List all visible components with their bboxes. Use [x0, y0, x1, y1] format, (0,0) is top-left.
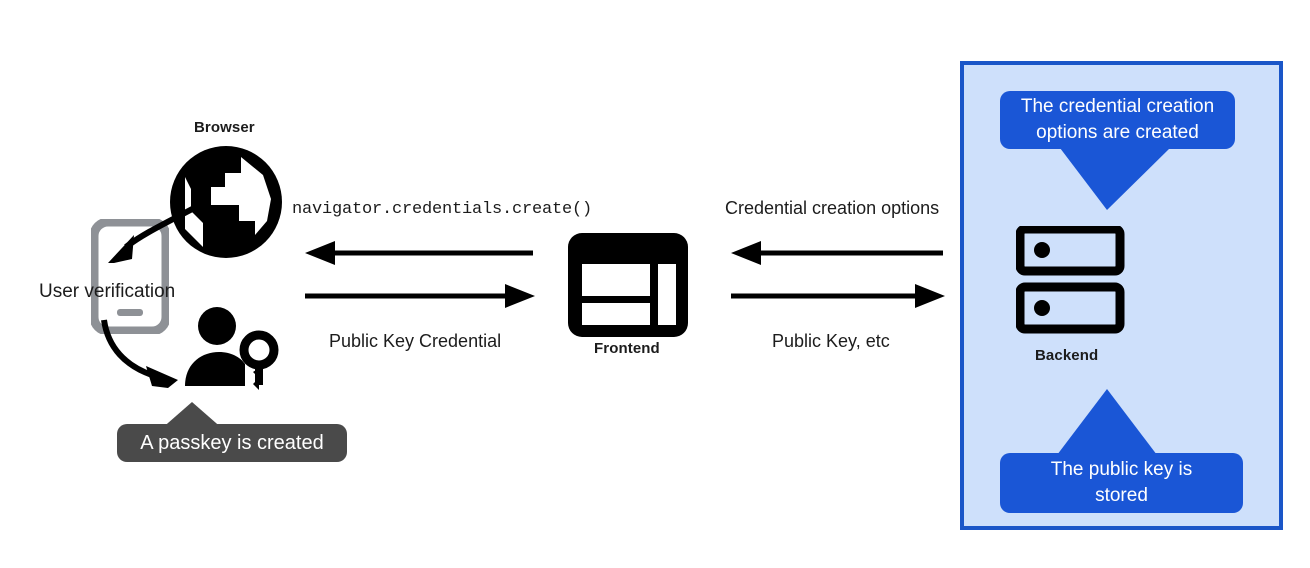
public-key-credential-label: Public Key Credential: [329, 331, 502, 351]
arrow-backend-to-frontend: [731, 241, 943, 265]
passkey-callout: A passkey is created: [117, 424, 347, 462]
browser-label: Browser: [194, 119, 255, 136]
server-stack-icon: [1016, 226, 1125, 334]
backend-bottom-callout-pointer: [1057, 389, 1157, 455]
navigator-credentials-create-label: navigator.credentials.create(): [292, 200, 593, 219]
backend-bottom-callout-line2: stored: [1095, 485, 1148, 506]
backend-bottom-callout-line1: The public key is: [1050, 459, 1193, 480]
phone-to-user-arrow: [101, 319, 178, 388]
backend-top-callout-line2: options are created: [1036, 122, 1199, 143]
public-key-etc-label: Public Key, etc: [772, 331, 890, 351]
user-with-key-icon: [185, 307, 279, 390]
frontend-window-icon: [568, 233, 688, 337]
backend-top-callout: The credential creation options are crea…: [1000, 91, 1235, 149]
passkey-callout-pointer: [160, 402, 224, 430]
backend-top-callout-pointer: [1060, 148, 1170, 210]
backend-top-callout-line1: The credential creation: [1020, 96, 1215, 117]
arrow-browser-to-frontend: [305, 284, 535, 308]
arrow-frontend-to-browser: [305, 241, 533, 265]
user-verification-label: User verification: [39, 281, 176, 302]
frontend-label: Frontend: [594, 340, 660, 357]
backend-label: Backend: [1035, 347, 1099, 364]
browser-to-phone-arrow: [108, 204, 198, 263]
arrow-frontend-to-backend: [731, 284, 945, 308]
backend-bottom-callout: The public key is stored: [1000, 453, 1243, 513]
credential-creation-options-label: Credential creation options: [725, 198, 940, 218]
browser-globe-icon: [170, 146, 282, 258]
phone-icon: [91, 219, 169, 334]
